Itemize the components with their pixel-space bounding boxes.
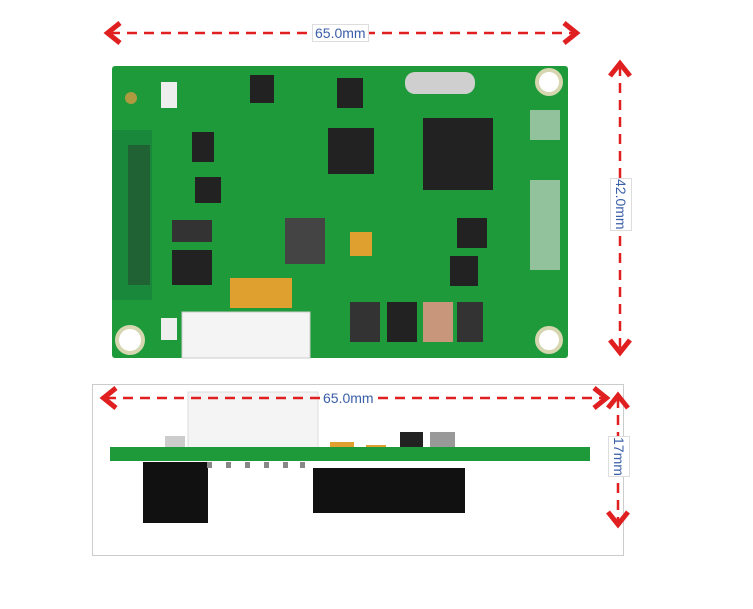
side-width-label: 65.0mm — [321, 390, 376, 406]
top-height-label: 42.0mm — [610, 178, 632, 231]
top-width-label: 65.0mm — [312, 24, 369, 42]
pcb-top-view — [112, 66, 568, 359]
side-height-label: 17mm — [608, 436, 630, 477]
pcb-side-view — [110, 391, 590, 523]
